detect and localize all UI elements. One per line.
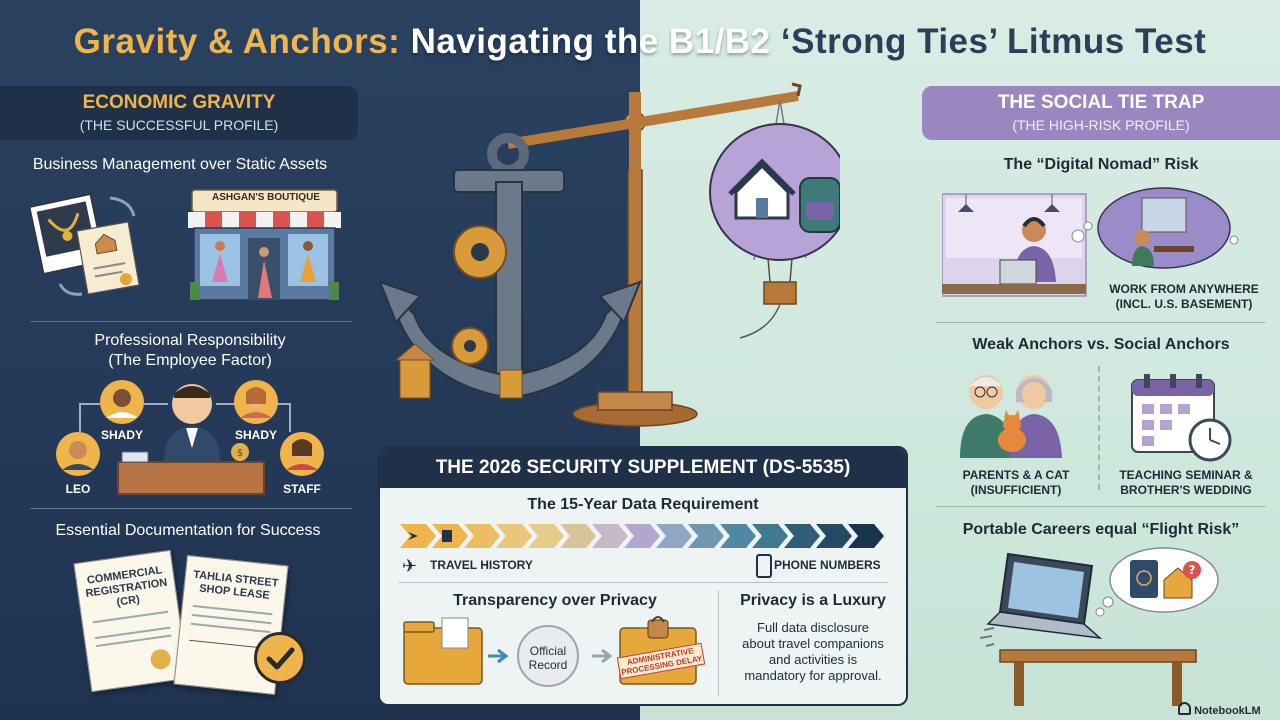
house-balloon-icon xyxy=(709,123,840,305)
cycle-arrow-icon xyxy=(58,283,83,296)
phone-icon xyxy=(756,554,772,578)
cycle-arrow-icon xyxy=(109,196,136,217)
desk xyxy=(117,461,265,495)
flight-risk-illustration: ? xyxy=(980,547,1219,706)
shop-sign: ASHGAN'S BOUTIQUE xyxy=(212,192,320,203)
scale-beam xyxy=(507,91,799,149)
basement-thought-bubble xyxy=(1097,187,1231,269)
divider xyxy=(718,590,719,696)
digital-nomad-heading: The “Digital Nomad” Risk xyxy=(1003,156,1199,173)
passport-icon xyxy=(1130,560,1158,598)
page-title: Gravity & Anchors: Navigating the B1/B2 … xyxy=(73,22,1207,61)
official-record-label: Official Record xyxy=(528,644,568,672)
employee-team-illustration: $ xyxy=(56,380,324,495)
avatar-staff xyxy=(280,432,324,476)
fifteen-year-timeline xyxy=(400,524,884,548)
assets-illustration xyxy=(30,193,140,296)
parents-and-cat-illustration xyxy=(960,375,1062,458)
buildings-icon xyxy=(394,343,523,399)
boutique-shop-illustration xyxy=(188,189,341,301)
avatar-shady-right xyxy=(234,380,278,424)
seal-icon xyxy=(149,647,172,671)
divider xyxy=(936,506,1266,507)
notebooklm-watermark: NotebookLM xyxy=(1178,702,1261,717)
phone-numbers-label: PHONE NUMBERS xyxy=(774,558,881,572)
airplane-icon: ✈ xyxy=(402,556,418,576)
professional-heading: Professional Responsibility (The Employe… xyxy=(94,332,286,369)
privacy-luxury-text: Full data disclosure about travel compan… xyxy=(742,620,884,683)
plane-icon xyxy=(408,532,418,540)
avatar-shady-left xyxy=(100,380,144,424)
divider xyxy=(398,582,888,583)
travel-history-label: TRAVEL HISTORY xyxy=(430,558,533,572)
question-badge-icon xyxy=(1183,561,1201,579)
business-heading: Business Management over Static Assets xyxy=(32,156,328,173)
seminar-wedding-caption: TEACHING SEMINAR & BROTHER'S WEDDING xyxy=(1119,468,1253,497)
security-supplement-panel: THE 2026 SECURITY SUPPLEMENT (DS-5535) T… xyxy=(378,446,908,706)
anchor-icon xyxy=(380,133,642,400)
arrow-icon xyxy=(592,648,613,664)
label-shady-right: SHADY xyxy=(234,428,277,442)
security-supplement-header: THE 2026 SECURITY SUPPLEMENT (DS-5535) xyxy=(380,448,906,488)
label-leo: LEO xyxy=(65,482,91,496)
arrow-icon xyxy=(488,648,509,664)
documentation-heading: Essential Documentation for Success xyxy=(55,522,321,539)
official-record-seal xyxy=(517,625,579,687)
money-bag-icon: $ xyxy=(231,443,249,461)
passport-icon xyxy=(442,530,452,542)
father-figure xyxy=(960,375,1014,458)
svg-text:$: $ xyxy=(237,448,243,459)
jewelry-photo-icon xyxy=(30,193,106,275)
avatar-leo xyxy=(56,432,100,476)
portable-careers-heading: Portable Careers equal “Flight Risk” xyxy=(962,521,1240,538)
economic-gravity-header: ECONOMIC GRAVITY (THE SUCCESSFUL PROFILE… xyxy=(0,86,358,140)
laptop-icon xyxy=(999,259,1037,285)
deed-document-icon xyxy=(76,221,140,295)
transparency-heading: Transparency over Privacy xyxy=(453,592,657,609)
laptop-icon xyxy=(986,552,1103,640)
balance-scale-illustration xyxy=(380,82,840,427)
divider xyxy=(30,508,352,509)
label-staff: STAFF xyxy=(283,482,321,496)
gear-icon xyxy=(451,225,507,365)
label-shady-left: SHADY xyxy=(100,428,143,442)
notebooklm-logo-icon xyxy=(1178,702,1191,715)
data-requirement-heading: The 15-Year Data Requirement xyxy=(527,496,759,513)
divider xyxy=(30,321,352,322)
scale-stand xyxy=(572,92,698,427)
work-anywhere-caption: WORK FROM ANYWHERE (INCL. U.S. BASEMENT) xyxy=(1109,282,1259,311)
divider xyxy=(936,322,1266,323)
weak-anchors-heading: Weak Anchors vs. Social Anchors xyxy=(972,336,1230,353)
privacy-luxury-heading: Privacy is a Luxury xyxy=(740,592,886,609)
divider xyxy=(1098,366,1101,490)
cat-icon xyxy=(998,410,1026,452)
manager-figure xyxy=(164,384,220,462)
calendar-clock-illustration xyxy=(1131,374,1232,462)
thought-bubble: ? xyxy=(1109,547,1219,613)
awning xyxy=(188,212,341,228)
commercial-registration-document: COMMERCIAL REGISTRATION (CR) xyxy=(73,549,189,693)
folder-icon xyxy=(403,617,483,685)
clock-icon xyxy=(1188,418,1232,462)
digital-nomad-illustration xyxy=(942,187,1239,297)
social-tie-trap-header: THE SOCIAL TIE TRAP (THE HIGH-RISK PROFI… xyxy=(922,86,1280,140)
svg-text:?: ? xyxy=(1189,563,1196,577)
table xyxy=(999,649,1197,663)
parents-cat-caption: PARENTS & A CAT (INSUFFICIENT) xyxy=(962,468,1070,497)
checkmark-badge-icon xyxy=(254,632,306,684)
